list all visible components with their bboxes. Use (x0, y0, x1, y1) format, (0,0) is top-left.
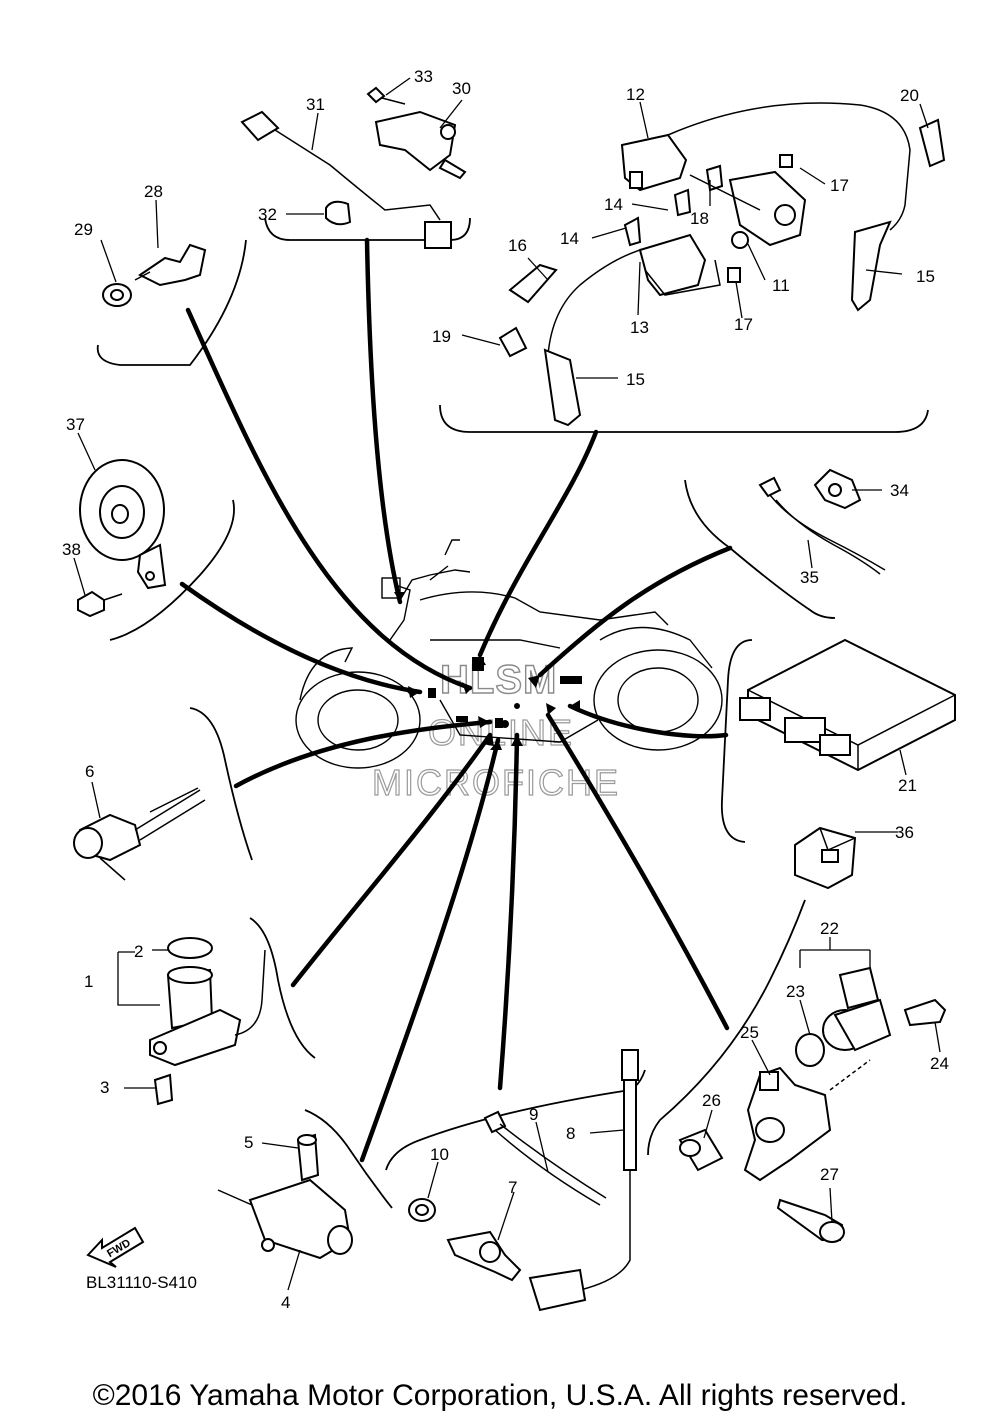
callout-31: 31 (306, 95, 325, 114)
callout-20: 20 (900, 86, 919, 105)
callout-16: 16 (508, 236, 527, 255)
callout-25: 25 (740, 1023, 759, 1042)
connector-marks (428, 657, 582, 728)
part-30-33-sensor (240, 86, 467, 249)
callout-17b: 17 (734, 315, 753, 334)
watermark-line-3: MICROFICHE (372, 762, 620, 803)
callout-29: 29 (74, 220, 93, 239)
callout-15b: 15 (626, 370, 645, 389)
diagram-code: BL31110-S410 (86, 1273, 197, 1292)
callout-leaders (73, 77, 941, 1291)
callout-15: 15 (916, 267, 935, 286)
callout-14: 14 (604, 195, 623, 214)
part-1-3-sensor (149, 937, 266, 1106)
callout-9: 9 (529, 1105, 538, 1124)
fwd-arrow-icon: FWD (86, 1226, 145, 1268)
callout-18: 18 (690, 209, 709, 228)
callout-7: 7 (508, 1178, 517, 1197)
callout-27: 27 (820, 1165, 839, 1184)
part-37-38-horn (77, 459, 167, 618)
callout-37: 37 (66, 415, 85, 434)
callout-36: 36 (895, 823, 914, 842)
callout-numbers: 1 2 3 4 5 6 7 8 9 10 11 12 13 14 14 15 1… (62, 67, 949, 1312)
location-lines (179, 237, 733, 1163)
part-6-switch (73, 787, 206, 881)
callout-3: 3 (100, 1078, 109, 1097)
callout-24: 24 (930, 1054, 949, 1073)
motorcycle-outline (295, 539, 723, 769)
callout-32: 32 (258, 205, 277, 224)
callout-28: 28 (144, 182, 163, 201)
callout-2: 2 (134, 942, 143, 961)
callout-34: 34 (890, 481, 909, 500)
callout-38: 38 (62, 540, 81, 559)
callout-8: 8 (566, 1124, 575, 1143)
callout-6: 6 (85, 762, 94, 781)
callout-19: 19 (432, 327, 451, 346)
callout-23: 23 (786, 982, 805, 1001)
callout-10: 10 (430, 1145, 449, 1164)
part-11-18-ignition-coil (498, 102, 946, 427)
callout-1: 1 (84, 972, 93, 991)
copyright-notice: ©2016 Yamaha Motor Corporation, U.S.A. A… (92, 1379, 908, 1412)
callout-35: 35 (800, 568, 819, 587)
callout-21: 21 (898, 776, 917, 795)
callout-13: 13 (630, 318, 649, 337)
part-28-29-sensor (102, 243, 207, 307)
callout-17: 17 (830, 176, 849, 195)
callout-12: 12 (626, 85, 645, 104)
callout-11: 11 (772, 276, 790, 295)
callout-5: 5 (244, 1133, 253, 1152)
callout-26: 26 (702, 1091, 721, 1110)
watermark-line-1: HLSM (440, 658, 557, 702)
callout-14b: 14 (560, 229, 579, 248)
part-34-35-clamp (758, 468, 886, 575)
callout-33: 33 (414, 67, 433, 86)
part-21-36-ecu (739, 638, 956, 890)
callout-22: 22 (820, 919, 839, 938)
callout-4: 4 (281, 1293, 290, 1312)
part-7-10-sensor (408, 1049, 639, 1312)
part-4-5-sensor (217, 1133, 353, 1260)
callout-30: 30 (452, 79, 471, 98)
